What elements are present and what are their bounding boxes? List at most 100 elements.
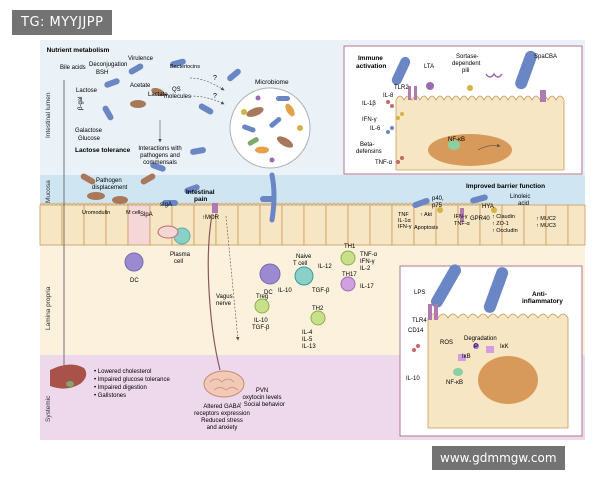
liver-illustration: [50, 364, 87, 389]
beta-defensins-label-1: Beta-: [360, 142, 374, 148]
th1-output-2: IFN-γ: [360, 259, 375, 265]
naive-t-cell-label-2: T cell: [293, 261, 307, 267]
tlr4-label: TLR4: [412, 318, 427, 324]
th2-output-3: IL-13: [302, 344, 316, 350]
systemic-bullet-1: • Lowered cholesterol: [94, 369, 151, 375]
lps-label: LPS: [414, 290, 425, 296]
question-mark-1: ?: [213, 75, 217, 82]
zone-label-lamina: Lamina propria: [45, 286, 52, 330]
th2-output-1: IL-4: [302, 330, 313, 336]
gaba-label-1: Altered GABA: [203, 404, 240, 410]
gpr40-label: GPR40: [470, 216, 490, 222]
nfkb-label-anti: NF-κB: [446, 380, 463, 386]
barrier-title: Improved barrier function: [466, 183, 545, 190]
virulence-label: Virulence: [128, 56, 154, 62]
systemic-bullet-3: • Impaired digestion: [94, 385, 147, 391]
glucose-label: Glucose: [78, 136, 101, 142]
muc3-label: ↑ MUC3: [536, 223, 556, 229]
zone-label-systemic: Systemic: [45, 395, 52, 422]
pathogen-displacement-label: displacement: [92, 185, 128, 191]
linoleic-label-2: acid: [518, 201, 529, 207]
th1-label: TH1: [344, 244, 356, 250]
pathogen-label: Pathogen: [96, 178, 122, 184]
p40-label: p40,: [432, 196, 444, 202]
ikb-label: IκB: [462, 354, 471, 360]
th1-output-3: IL-2: [360, 266, 371, 272]
vagus-nerve: [207, 214, 221, 371]
il8-label: IL-8: [383, 93, 394, 99]
siga-label: sIgA: [160, 202, 172, 208]
lactose-label: Lactose: [76, 88, 98, 94]
muc2-label: ↑ MUC2: [536, 216, 556, 222]
il1a-label: IL-1α: [398, 218, 411, 224]
qs-arrow-1: [189, 77, 225, 91]
th2-output-2: IL-5: [302, 337, 313, 343]
sortase-label-2: dependent: [452, 61, 481, 67]
sortase-label-1: Sortase-: [456, 54, 479, 60]
m-cell-label: M cell: [126, 210, 140, 216]
qs-molecules-label: molecules: [164, 94, 191, 100]
pvn-label-3: ↑ Social behavior: [239, 402, 285, 408]
dc-label-2: DC: [264, 290, 273, 296]
beta-defensins-label-2: defensins: [356, 149, 382, 155]
il6-label: IL-6: [370, 126, 381, 132]
beta-gal-label: β-gal: [78, 97, 84, 110]
claudin-label: ↑ Claudin: [492, 214, 515, 220]
brain-illustration: [203, 370, 245, 398]
th1-output-1: TNF-α: [360, 252, 378, 258]
immune-activation-box: [343, 45, 583, 175]
ros-label: ROS: [440, 340, 453, 346]
zone-label-mucosa: Mucosa: [45, 180, 52, 203]
immune-box-title-2: activation: [356, 63, 386, 70]
nutrient-metabolism-title: Nutrient metabolism: [47, 47, 110, 54]
plasma-cell-label-2: cell: [174, 259, 183, 265]
lamina-cells: [124, 225, 356, 326]
ifng-label: IFN-γ: [362, 117, 377, 123]
tlr2-label: TLR2: [394, 85, 409, 91]
lta-label: LTA: [424, 64, 434, 70]
gaba-label-4: and anxiety: [207, 425, 238, 431]
sortase-label-3: pili: [462, 68, 469, 74]
il12-label: IL-12: [318, 264, 332, 270]
bsh-label: BSH: [96, 70, 108, 76]
mucosa-zone: [40, 175, 585, 205]
bile-acids-label: Bile acids: [60, 65, 86, 71]
galactose-label: Galactose: [75, 128, 103, 134]
plasma-cell-label-1: Plasma: [170, 252, 191, 258]
occludin-label: ↑ Occludin: [492, 228, 518, 234]
spacba-label: SpaCBA: [534, 54, 557, 60]
interactions-label: Interactions with: [138, 146, 181, 152]
il10-anti-label: IL-10: [406, 376, 420, 382]
naive-t-cell-label-1: Naive: [296, 254, 312, 260]
interactions-label-3: commensals: [143, 160, 177, 166]
tnfa-label: TNF-α: [375, 160, 393, 166]
th17-label: TH17: [342, 272, 357, 278]
tnf-label: TNF: [398, 212, 409, 218]
lumen-bacteria: [102, 58, 241, 172]
anti-inflammatory-box: [399, 264, 583, 437]
apoptosis-label: Apoptosis: [414, 225, 438, 231]
phospho-label: P: [474, 344, 478, 350]
treg-label: Treg: [256, 294, 268, 300]
microbiome-label: Microbiome: [255, 79, 289, 86]
intestinal-pain-label-1: Intestinal: [186, 189, 215, 196]
mucosa-bacteria: [80, 172, 277, 223]
pvn-label-2: oxytocin levels: [242, 395, 281, 401]
il17-label: IL-17: [360, 284, 374, 290]
linoleic-label-1: Linoleic: [510, 194, 530, 200]
ifng-barrier-label: IFN-γ: [398, 224, 412, 230]
qs-arrow-2: [189, 95, 225, 105]
treg-output-1: IL-10: [254, 318, 268, 324]
zo1-label: ↑ ZO-1: [492, 221, 509, 227]
deconjugation-label: Deconjugation: [89, 62, 127, 68]
epithelial-cells: [39, 204, 586, 246]
anti-box-title-2: inflammatory: [522, 298, 563, 305]
anti-box-title-1: Anti-: [532, 291, 547, 298]
mor-label: ↑MOR: [202, 215, 220, 221]
th2-label: TH2: [312, 306, 324, 312]
watermark-bottom: www.gdmmgw.com: [432, 446, 565, 470]
cd14-label: CD14: [408, 328, 424, 334]
zone-label-lumen: Intestinal lumen: [45, 92, 52, 138]
slpa-label: SlpA: [140, 212, 153, 218]
